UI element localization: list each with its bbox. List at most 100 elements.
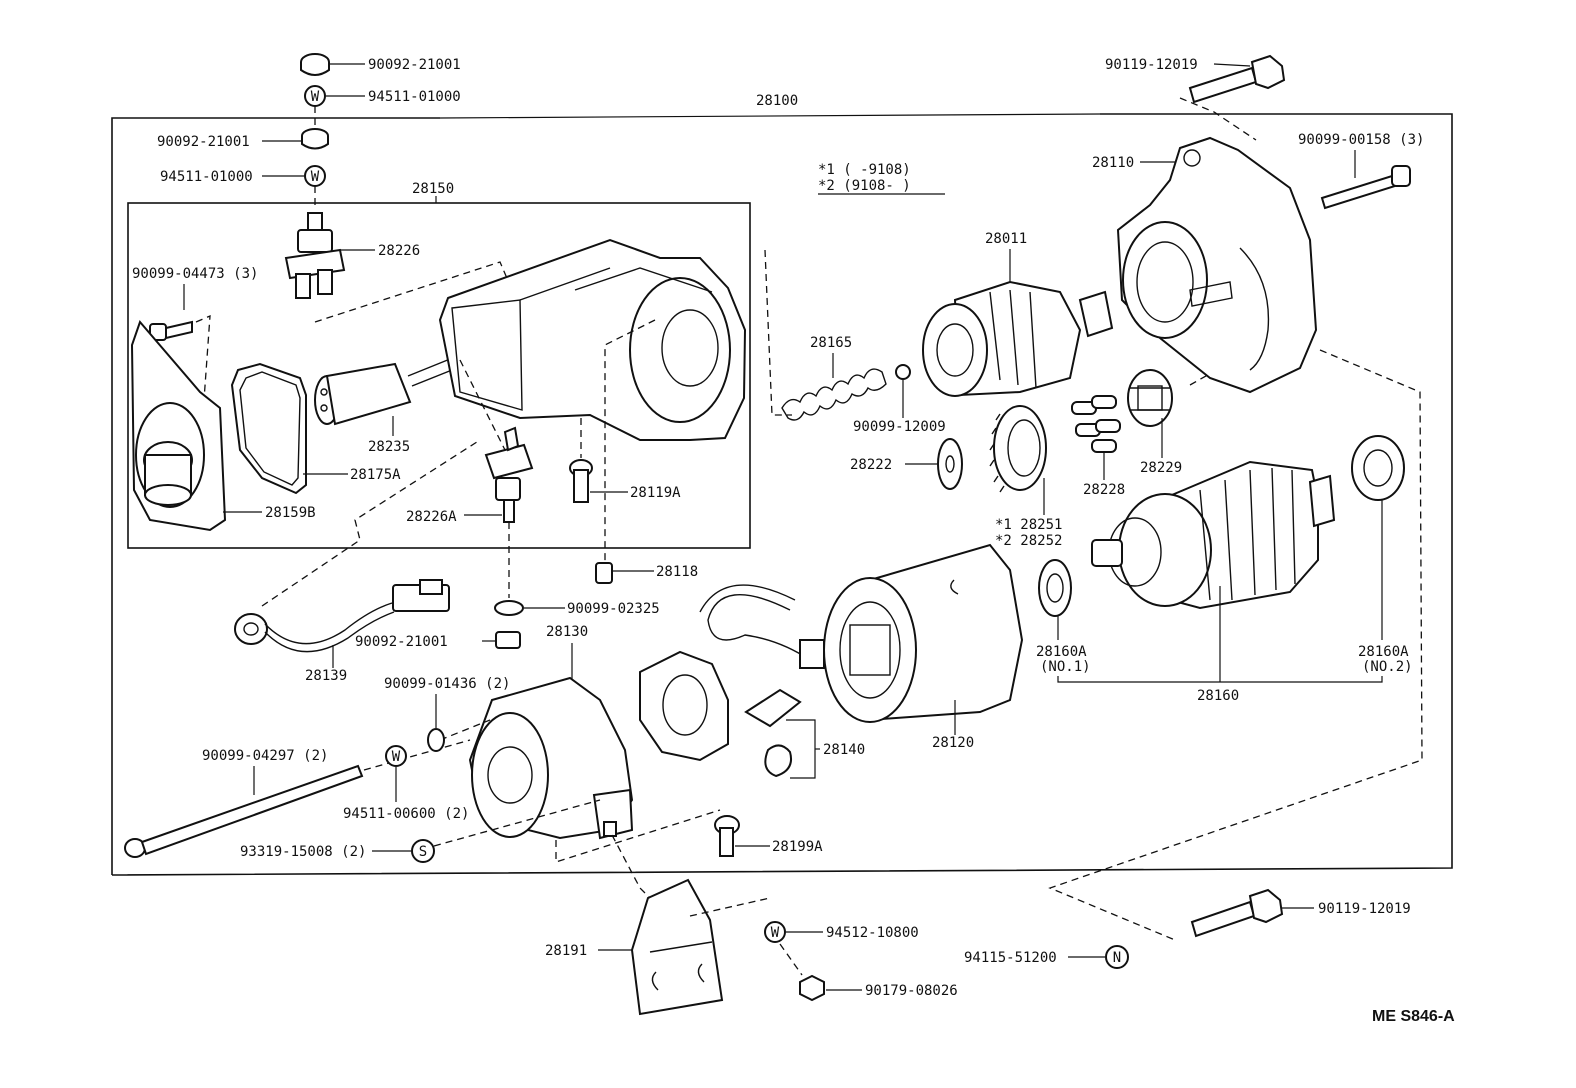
- label-28100: 28100: [756, 93, 798, 109]
- label-94511-01000-mid: 94511-01000: [160, 169, 253, 185]
- bracket-28191: [630, 878, 724, 1016]
- label-28222: 28222: [850, 457, 892, 473]
- label-90099-01436: 90099-01436 (2): [384, 676, 510, 692]
- bearing-28160A-no1: [1038, 559, 1072, 617]
- ball-90099-12009: [895, 364, 911, 380]
- label-28251: *1 28251: [995, 517, 1062, 533]
- washer-94511-00600: W: [385, 745, 407, 767]
- svg-text:N: N: [1113, 950, 1121, 966]
- rollers-28228: [1071, 395, 1121, 453]
- label-94115-51200: 94115-51200: [964, 950, 1057, 966]
- label-28226A: 28226A: [406, 509, 457, 525]
- label-28199A: 28199A: [772, 839, 823, 855]
- retainer-28229: [1127, 369, 1173, 427]
- label-28130: 28130: [546, 624, 588, 640]
- label-90092-21001-mid: 90092-21001: [157, 134, 250, 150]
- washer-90099-02325: [494, 600, 524, 616]
- svg-text:W: W: [771, 925, 780, 941]
- label-28160A-no1-sub: (NO.1): [1040, 659, 1091, 675]
- label-90099-12009: 90099-12009: [853, 419, 946, 435]
- label-90099-04297: 90099-04297 (2): [202, 748, 328, 764]
- commutator-end-frame-28130: [468, 676, 634, 840]
- svg-text:W: W: [311, 169, 320, 185]
- label-28235: 28235: [368, 439, 410, 455]
- drive-housing: [438, 238, 747, 441]
- label-90092-21001-top: 90092-21001: [368, 57, 461, 73]
- grommet-90099-01436: [427, 728, 445, 752]
- bolt-90099-00158: [1320, 165, 1411, 210]
- gasket-28175A: [230, 362, 307, 495]
- assembly-frame: [111, 113, 1453, 876]
- diagram-code: ME S846-A: [1372, 1008, 1455, 1025]
- spring-28165: [781, 368, 887, 421]
- solenoid-subframe: [127, 202, 751, 549]
- brush-holder-28140: [639, 650, 802, 778]
- label-90099-00158: 90099-00158 (3): [1298, 132, 1424, 148]
- label-94511-00600: 94511-00600 (2): [343, 806, 469, 822]
- washer-93319-15008: S: [411, 839, 435, 863]
- svg-text:W: W: [311, 89, 320, 105]
- label-28160: 28160: [1197, 688, 1239, 704]
- washer-28222: [937, 438, 963, 490]
- label-28110: 28110: [1092, 155, 1134, 171]
- label-90092-21001-low: 90092-21001: [355, 634, 448, 650]
- svg-text:S: S: [419, 844, 427, 860]
- nut-90092-21001-mid: [301, 128, 329, 150]
- starter-housing-28110: [1116, 136, 1318, 394]
- label-28159B: 28159B: [265, 505, 316, 521]
- label-90179-08026: 90179-08026: [865, 983, 958, 999]
- label-28120: 28120: [932, 735, 974, 751]
- label-28165: 28165: [810, 335, 852, 351]
- terminal-28226A: [484, 426, 534, 523]
- label-90119-12019-low: 90119-12019: [1318, 901, 1411, 917]
- label-28160A-no2-sub: (NO.2): [1362, 659, 1413, 675]
- nut-90092-21001-low: [495, 631, 521, 649]
- label-90099-02325: 90099-02325: [567, 601, 660, 617]
- screw-28199A: [714, 815, 740, 857]
- label-28150: 28150: [412, 181, 454, 197]
- label-94512-10800: 94512-10800: [826, 925, 919, 941]
- label-28139: 28139: [305, 668, 347, 684]
- label-28228: 28228: [1083, 482, 1125, 498]
- bolt-90119-12019-low: [1190, 888, 1284, 938]
- label-28118: 28118: [656, 564, 698, 580]
- through-bolt-90099-04297: [124, 764, 364, 858]
- washer-94512-10800: W: [764, 921, 786, 943]
- label-28175A: 28175A: [350, 467, 401, 483]
- terminal-28226: [284, 212, 346, 299]
- label-28229: 28229: [1140, 460, 1182, 476]
- label-90099-04473: 90099-04473 (3): [132, 266, 258, 282]
- screw-28119A: [569, 459, 593, 503]
- washer-94511-01000-top: W: [304, 85, 326, 107]
- svg-text:W: W: [392, 749, 401, 765]
- cap-28118: [595, 562, 613, 584]
- label-28226: 28226: [378, 243, 420, 259]
- nut-90179-08026: [799, 974, 825, 1002]
- label-28011: 28011: [985, 231, 1027, 247]
- label-94511-01000-top: 94511-01000: [368, 89, 461, 105]
- label-28140: 28140: [823, 742, 865, 758]
- label-90119-12019-top: 90119-12019: [1105, 57, 1198, 73]
- plunger-28235: [314, 356, 458, 426]
- armature-28160: [1091, 460, 1336, 610]
- nut-90092-21001-top: [300, 53, 330, 76]
- label-28160A-no2: 28160A: [1358, 644, 1409, 660]
- label-28252: *2 28252: [995, 533, 1062, 549]
- note-line-2: *2 (9108- ): [818, 178, 911, 194]
- washer-94115-51200: N: [1105, 945, 1129, 969]
- label-28191: 28191: [545, 943, 587, 959]
- clutch-28011: [922, 280, 1114, 397]
- bolt-90119-12019-top: [1188, 54, 1286, 104]
- lead-wire-28139: [234, 579, 450, 653]
- idler-gear-28251: [989, 405, 1047, 493]
- cover-28159B: [130, 320, 227, 532]
- field-frame-28120: [699, 543, 1024, 723]
- label-28119A: 28119A: [630, 485, 681, 501]
- bearing-28160A-no2: [1351, 435, 1405, 501]
- label-28160A-no1: 28160A: [1036, 644, 1087, 660]
- note-line-1: *1 ( -9108): [818, 162, 911, 178]
- screw-90099-04473: [149, 320, 193, 341]
- label-93319-15008: 93319-15008 (2): [240, 844, 366, 860]
- washer-94511-01000-mid: W: [304, 165, 326, 187]
